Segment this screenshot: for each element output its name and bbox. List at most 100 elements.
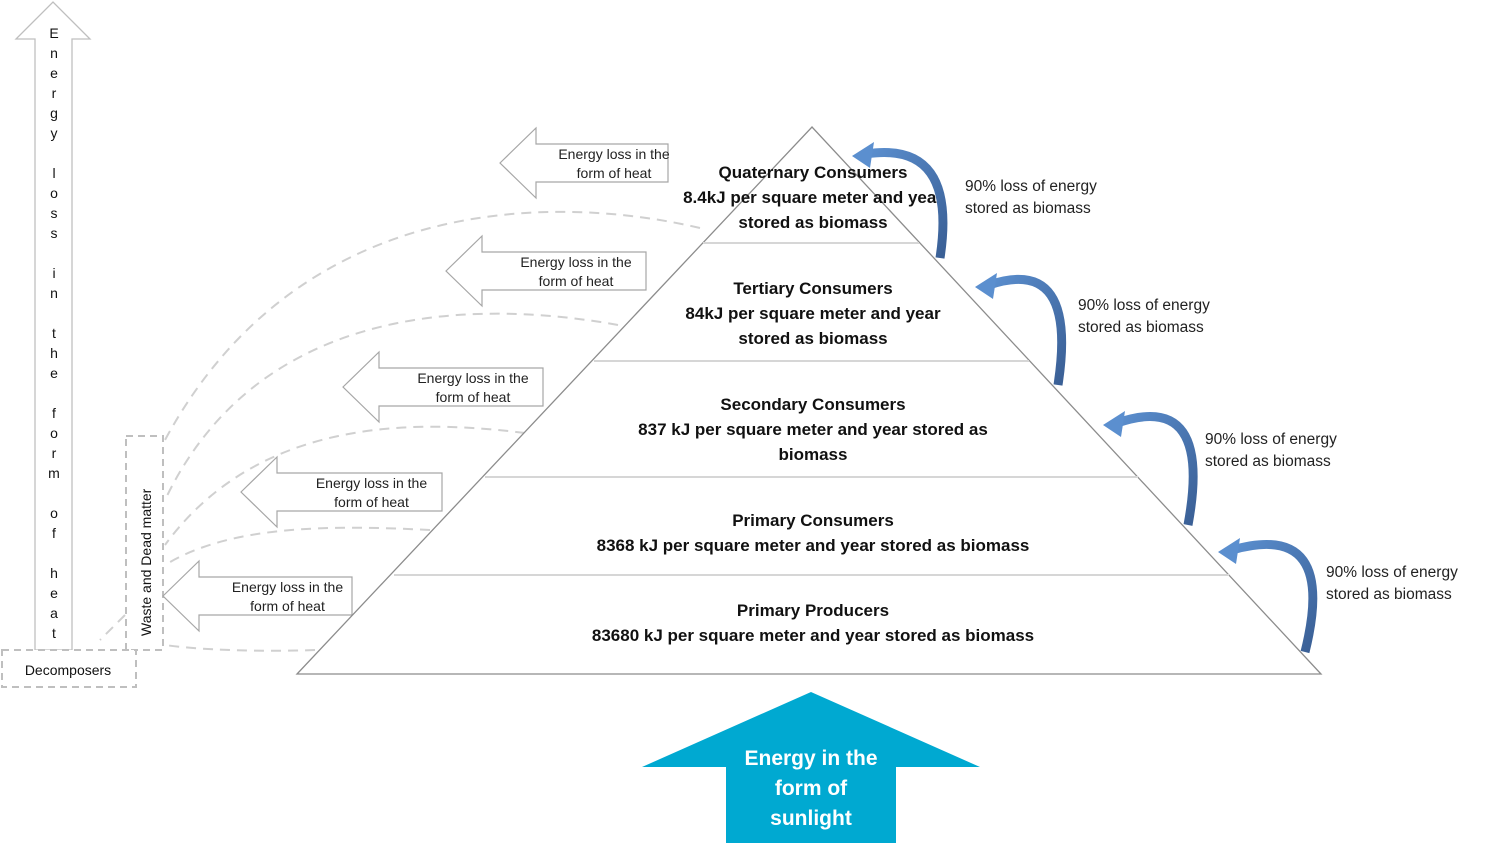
tier-labels: Quaternary Consumers 8.4kJ per square met… — [592, 163, 1034, 645]
heat-loss-label-line: form of heat — [334, 494, 409, 510]
flow-line-tertiary — [164, 312, 619, 501]
tier-4: Primary Consumers 8368 kJ per square mete… — [597, 511, 1030, 555]
transfer-loss-line: 90% loss of energy — [1078, 297, 1210, 314]
sunlight-text-line: form of — [775, 777, 848, 800]
tier-value-line: 8.4kJ per square meter and year — [683, 188, 943, 207]
pyramid: Quaternary Consumers 8.4kJ per square met… — [295, 126, 1323, 675]
waste-label: Waste and Dead matter — [138, 488, 154, 636]
transfer-loss-label: 90% loss of energy stored as biomass — [1326, 564, 1458, 603]
vertical-arrow-letter: h — [50, 345, 58, 361]
vertical-arrow-letter: e — [50, 65, 58, 81]
curved-arrow-body — [1230, 539, 1318, 654]
vertical-arrow-letter: f — [52, 525, 56, 541]
decomposers-box: Decomposers — [1, 649, 137, 688]
tier-title: Tertiary Consumers — [733, 279, 892, 298]
heat-loss-arrow: Energy loss in the form of heat — [445, 234, 647, 308]
tier-value-line: 8368 kJ per square meter and year stored… — [597, 536, 1030, 555]
heat-loss-label-line: form of heat — [250, 598, 325, 614]
tier-2: Tertiary Consumers 84kJ per square meter … — [685, 279, 941, 348]
tier-dividers — [394, 242, 1229, 576]
transfer-arrow: 90% loss of energy stored as biomass — [975, 273, 1210, 386]
tier-value: 84kJ per square meter and year stored as … — [685, 304, 941, 348]
transfer-arrow: 90% loss of energy stored as biomass — [1218, 538, 1458, 654]
tier-value-line: 83680 kJ per square meter and year store… — [592, 626, 1034, 645]
flow-line-producers — [164, 644, 316, 652]
vertical-arrow-letter: t — [52, 625, 56, 641]
curved-arrow-head-icon — [975, 273, 997, 299]
vertical-arrow-letter: o — [50, 425, 58, 441]
heat-loss-arrow: Energy loss in the form of heat — [342, 350, 544, 424]
heat-loss-label: Energy loss in the form of heat — [316, 475, 427, 510]
vertical-arrow-letter: i — [52, 265, 55, 281]
flow-line-to-decomposers — [99, 614, 126, 641]
heat-loss-label-line: form of heat — [539, 273, 614, 289]
heat-loss-label-line: Energy loss in the — [316, 475, 427, 491]
vertical-arrow-letter: s — [51, 205, 58, 221]
tier-value-line: stored as biomass — [738, 213, 887, 232]
vertical-arrow-letter: o — [50, 505, 58, 521]
vertical-arrow-letter: t — [52, 325, 56, 341]
transfer-loss-line: stored as biomass — [1205, 453, 1331, 470]
tier-value: 837 kJ per square meter and year stored … — [638, 420, 988, 464]
vertical-arrow-letter: y — [51, 125, 58, 141]
tier-value-line: 84kJ per square meter and year — [685, 304, 941, 323]
curved-arrow-head-icon — [852, 142, 874, 168]
sunlight-text-line: sunlight — [770, 807, 852, 830]
tier-value-line: 837 kJ per square meter and year stored … — [638, 420, 988, 439]
heat-loss-label-line: form of heat — [577, 165, 652, 181]
heat-loss-arrow: Energy loss in the form of heat — [240, 455, 443, 529]
arrow-left-icon — [445, 234, 647, 308]
arrow-left-icon — [240, 455, 443, 529]
tier-value: 8368 kJ per square meter and year stored… — [597, 536, 1030, 555]
transfer-loss-line: stored as biomass — [1326, 586, 1452, 603]
tier-value: 83680 kJ per square meter and year store… — [592, 626, 1034, 645]
vertical-arrow-letter: a — [50, 605, 58, 621]
tier-5: Primary Producers 83680 kJ per square met… — [592, 601, 1034, 645]
transfer-loss-line: 90% loss of energy — [1326, 564, 1458, 581]
heat-loss-label-line: Energy loss in the — [417, 370, 528, 386]
tier-title: Primary Producers — [737, 601, 889, 620]
arrow-left-icon — [162, 559, 353, 633]
flow-line-primary — [164, 526, 431, 566]
heat-loss-label-line: form of heat — [436, 389, 511, 405]
vertical-arrow-letter: r — [52, 445, 57, 461]
vertical-arrow-letter: g — [50, 105, 58, 121]
arrow-left-icon — [342, 350, 544, 424]
transfer-loss-line: stored as biomass — [1078, 319, 1204, 336]
curved-arrow-head-icon — [1218, 538, 1240, 564]
tier-title: Primary Consumers — [732, 511, 894, 530]
vertical-arrow-letter: f — [52, 405, 56, 421]
curved-arrow-head-icon — [1103, 411, 1125, 437]
heat-loss-label: Energy loss in the form of heat — [417, 370, 528, 405]
tier-value: 8.4kJ per square meter and year stored as… — [683, 188, 943, 232]
vertical-arrow-letter: n — [50, 45, 58, 61]
curved-arrow-body — [987, 274, 1067, 386]
vertical-arrow-letter: e — [50, 365, 58, 381]
vertical-arrow-letter: n — [50, 285, 58, 301]
vertical-arrow-letter: o — [50, 185, 58, 201]
transfer-loss-label: 90% loss of energy stored as biomass — [1078, 297, 1210, 336]
vertical-arrow-letter: e — [50, 585, 58, 601]
tier-title: Quaternary Consumers — [719, 163, 908, 182]
curved-arrow-body — [1115, 412, 1198, 526]
tier-value-line: stored as biomass — [738, 329, 887, 348]
arrow-left-icon — [499, 126, 669, 200]
waste-dead-matter-box: Waste and Dead matter — [125, 435, 164, 651]
vertical-arrow-letter: m — [48, 465, 60, 481]
heat-loss-label-line: Energy loss in the — [520, 254, 631, 270]
tier-1: Quaternary Consumers 8.4kJ per square met… — [683, 163, 943, 232]
